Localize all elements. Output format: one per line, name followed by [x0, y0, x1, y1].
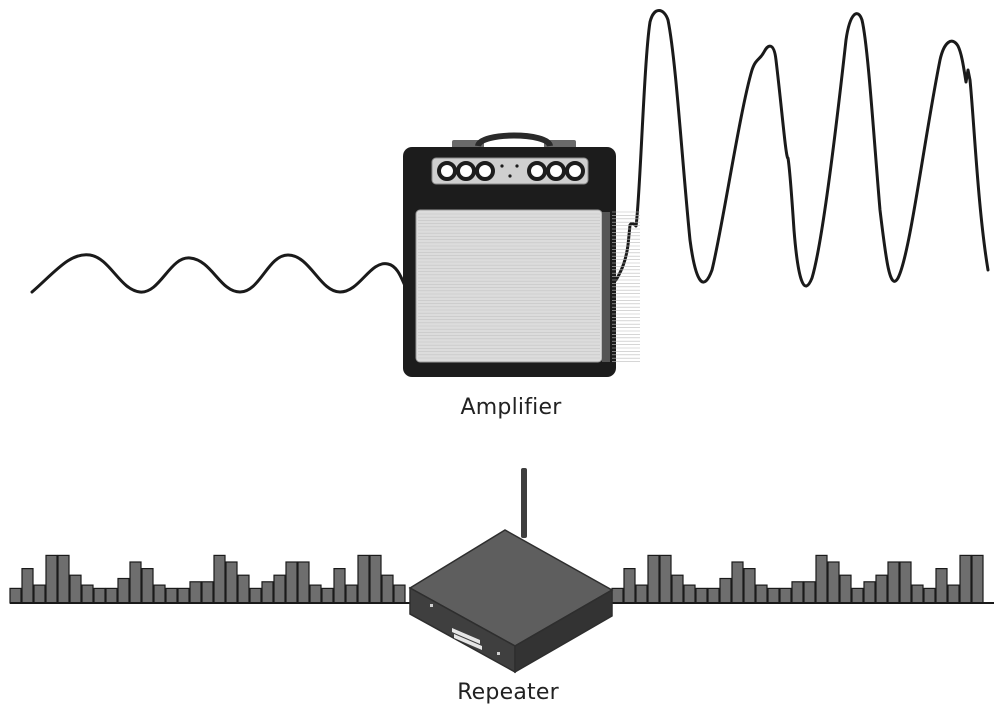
- signal-bar: [393, 584, 406, 604]
- signal-bar: [899, 561, 912, 604]
- input-signal-wave: [30, 253, 408, 294]
- signal-bar: [791, 581, 804, 604]
- signal-bar: [249, 587, 262, 604]
- signal-bar: [839, 574, 852, 604]
- signal-bar: [285, 561, 298, 604]
- signal-bar: [117, 577, 130, 604]
- signal-bar: [369, 554, 382, 604]
- signal-bar: [863, 581, 876, 604]
- signal-bar: [659, 554, 672, 604]
- signal-bar: [225, 561, 238, 604]
- signal-bar: [647, 554, 660, 604]
- signal-bar: [177, 587, 190, 604]
- signal-bar: [321, 587, 334, 604]
- signal-bar: [887, 561, 900, 604]
- signal-bar: [623, 567, 636, 604]
- signal-bar: [731, 561, 744, 604]
- regenerated-digital-signal: [611, 554, 994, 604]
- signal-bar: [21, 567, 34, 604]
- signal-bar: [297, 561, 310, 604]
- signal-bar: [141, 567, 154, 604]
- wireless-repeater-icon: [408, 468, 614, 674]
- signal-bar: [345, 584, 358, 604]
- signal-bar: [923, 587, 936, 604]
- signal-bar: [189, 581, 202, 604]
- signal-bar: [105, 587, 118, 604]
- signal-bar: [33, 584, 46, 604]
- signal-bar: [743, 567, 756, 604]
- signal-bar: [935, 567, 948, 604]
- guitar-amplifier-icon: [403, 132, 640, 377]
- signal-bar: [971, 554, 984, 604]
- signal-bar: [803, 581, 816, 604]
- signal-bar: [93, 587, 106, 604]
- signal-bar: [357, 554, 370, 604]
- signal-bar: [381, 574, 394, 604]
- signal-bar: [947, 584, 960, 604]
- signal-bar: [683, 584, 696, 604]
- signal-bar: [201, 581, 214, 604]
- signal-bar: [213, 554, 226, 604]
- signal-bar: [851, 587, 864, 604]
- signal-bar: [261, 581, 274, 604]
- signal-bar: [273, 574, 286, 604]
- signal-bar: [611, 587, 624, 604]
- input-digital-signal: [9, 554, 410, 604]
- signal-bar: [9, 587, 22, 604]
- signal-bar: [719, 577, 732, 604]
- signal-bar: [81, 584, 94, 604]
- signal-bar: [45, 554, 58, 604]
- signal-bar: [69, 574, 82, 604]
- signal-bar: [815, 554, 828, 604]
- signal-bar: [779, 587, 792, 604]
- signal-bar: [959, 554, 972, 604]
- repeater-label: Repeater: [457, 680, 559, 705]
- amplifier-label: Amplifier: [460, 395, 562, 420]
- signal-bar: [635, 584, 648, 604]
- signal-bar: [827, 561, 840, 604]
- signal-bar: [129, 561, 142, 604]
- signal-bar: [309, 584, 322, 604]
- signal-bar: [57, 554, 70, 604]
- signal-bar: [671, 574, 684, 604]
- signal-bar: [695, 587, 708, 604]
- signal-bar: [767, 587, 780, 604]
- signal-bar: [153, 584, 166, 604]
- signal-bar: [755, 584, 768, 604]
- signal-bar: [333, 567, 346, 604]
- signal-bar: [911, 584, 924, 604]
- signal-bar: [165, 587, 178, 604]
- signal-bar: [875, 574, 888, 604]
- signal-bar: [707, 587, 720, 604]
- amplified-signal-wave: [614, 9, 990, 288]
- signal-bar: [237, 574, 250, 604]
